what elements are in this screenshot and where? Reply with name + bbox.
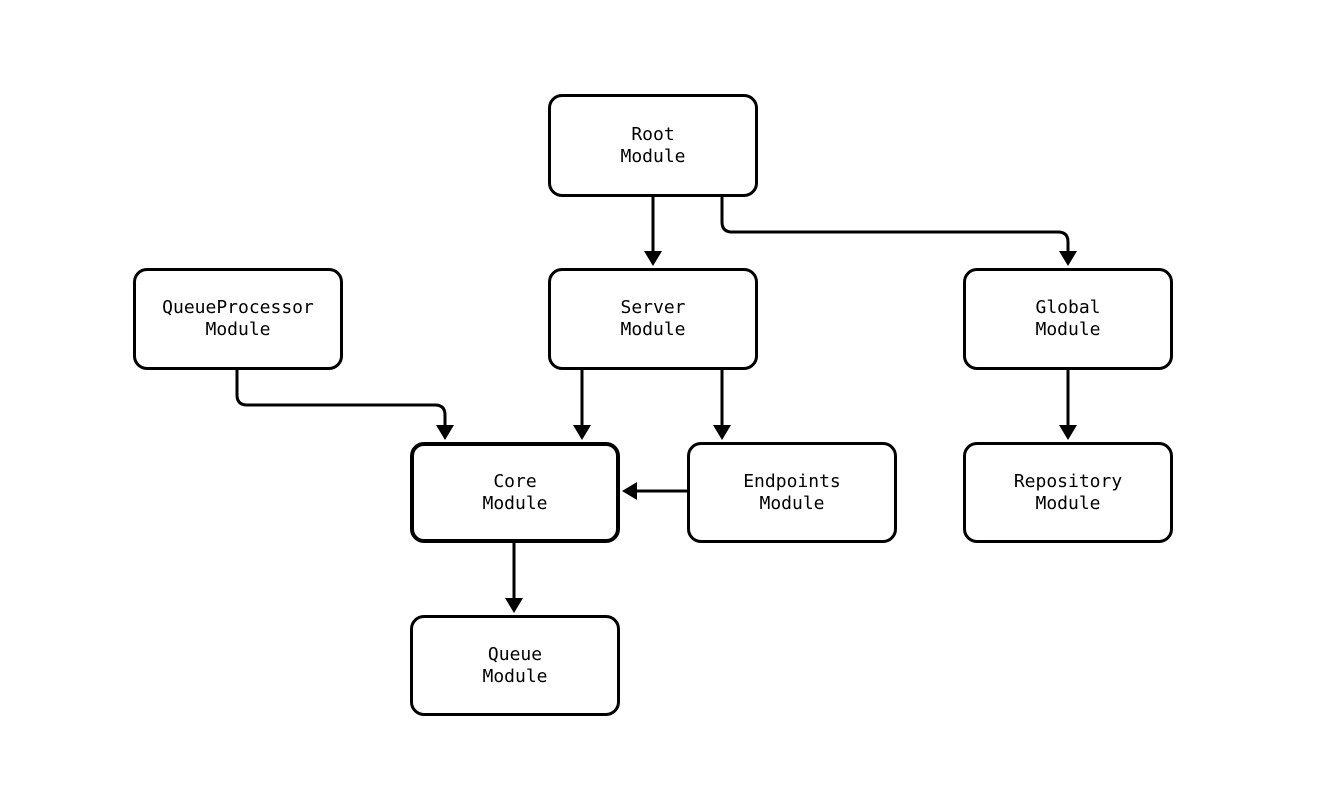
edge-core-to-queue: [505, 543, 523, 613]
arrowhead-global-to-repository: [1059, 425, 1077, 440]
arrowhead-server-to-core: [573, 425, 591, 440]
edge-server-to-endpoints: [713, 370, 731, 440]
edge-root-to-server: [644, 197, 662, 266]
node-label-queueprocessor-line2: Module: [205, 319, 271, 340]
node-label-root-line2: Module: [620, 145, 686, 167]
arrowhead-endpoints-to-core: [622, 482, 637, 500]
node-label-core-line1: Core: [493, 470, 537, 492]
node-label-repository-line2: Module: [1035, 492, 1101, 514]
edge-global-to-repository: [1059, 370, 1077, 440]
arrowhead-root-to-server: [644, 251, 662, 266]
node-label-root-line1: Root: [631, 123, 675, 145]
node-label-server-line2: Module: [620, 319, 686, 340]
arrowhead-core-to-queue: [505, 598, 523, 613]
node-label-endpoints-line1: Endpoints: [743, 470, 841, 492]
edge-queueprocessor-to-core: [235, 370, 454, 440]
node-label-endpoints-line2: Module: [759, 492, 825, 514]
edge-line-root-to-global: [720, 197, 1070, 252]
node-label-server-line1: Server: [620, 297, 686, 318]
node-label-queue-line1: Queue: [487, 643, 543, 665]
node-label-global-line2: Module: [1035, 319, 1101, 340]
node-label-queueprocessor-line1: QueueProcessor: [162, 297, 314, 318]
arrowhead-queueprocessor-to-core: [436, 425, 454, 440]
edge-line-queueprocessor-to-core: [235, 370, 447, 425]
arrowhead-root-to-global: [1059, 251, 1077, 266]
edge-root-to-global: [720, 197, 1077, 266]
node-label-core-line2: Module: [482, 492, 548, 514]
node-label-repository-line1: Repository: [1013, 470, 1123, 492]
edge-endpoints-to-core: [622, 482, 687, 500]
node-label-global-line1: Global: [1035, 297, 1101, 318]
edge-server-to-core: [573, 370, 591, 440]
arrowhead-server-to-endpoints: [713, 425, 731, 440]
node-label-queue-line2: Module: [482, 665, 548, 687]
